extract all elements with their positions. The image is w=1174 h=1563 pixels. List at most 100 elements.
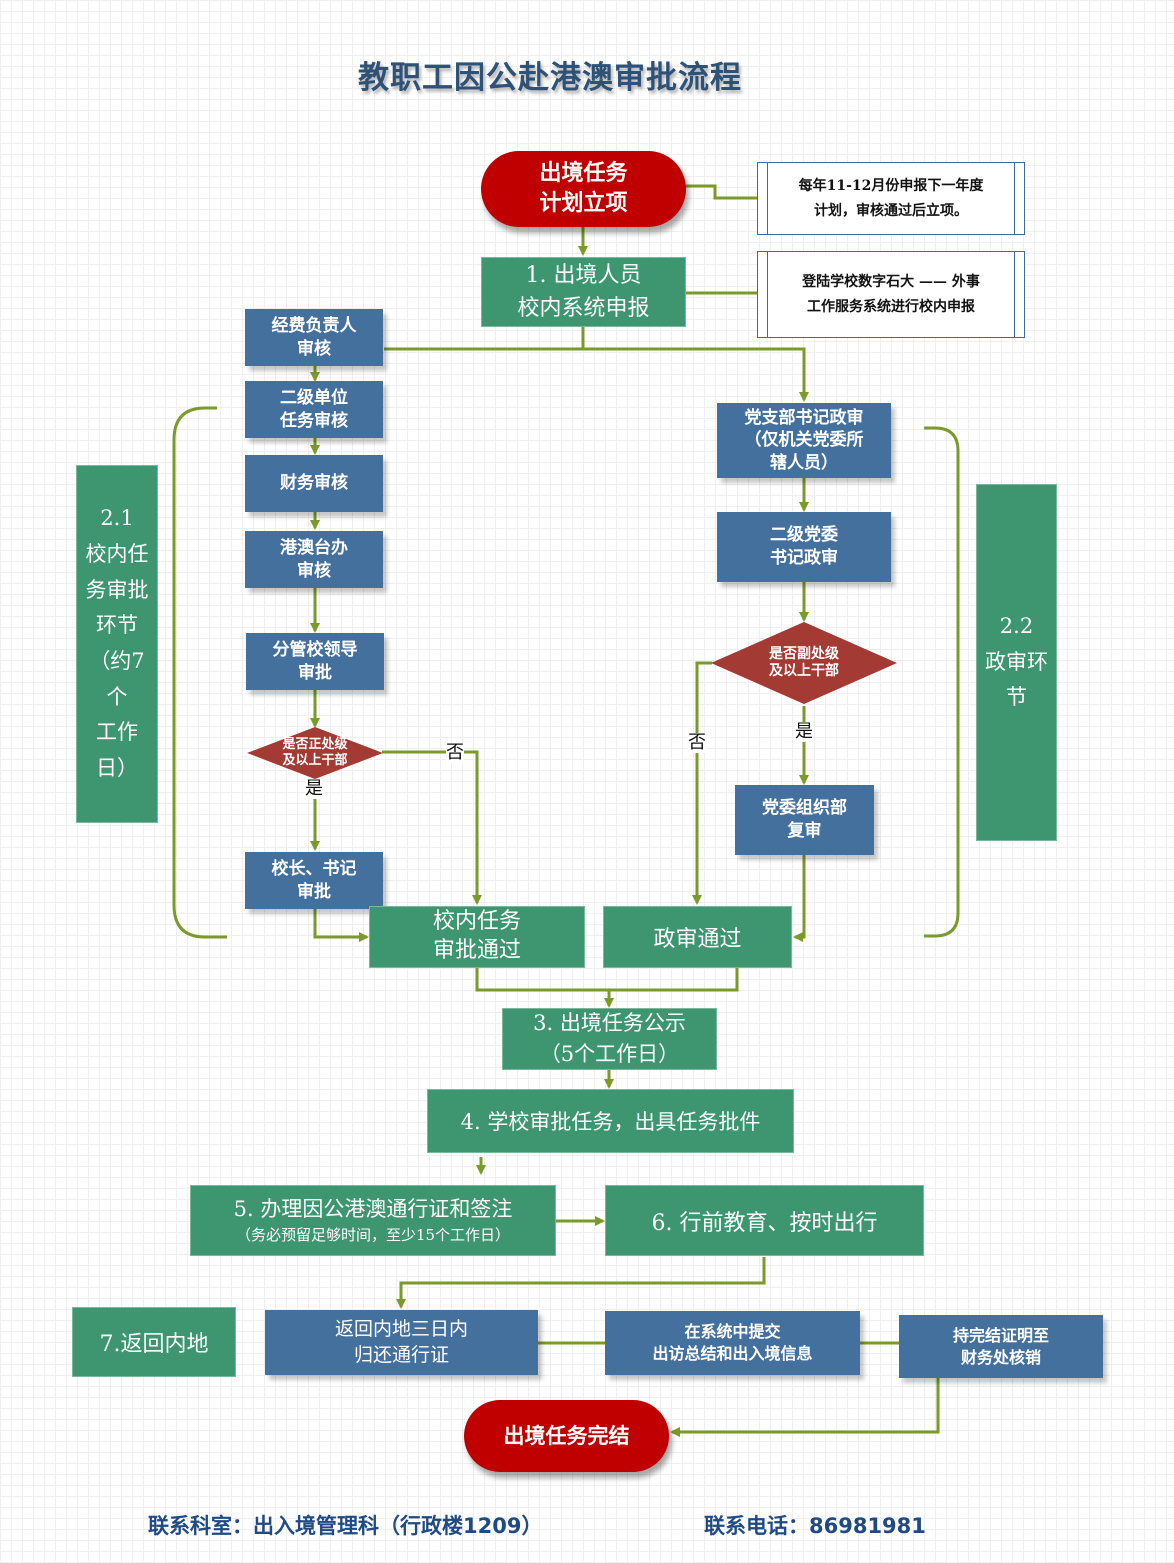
box-line: 审批 [298, 662, 332, 683]
yes-label-political: 是 [795, 721, 813, 742]
box-line: 归还通行证 [353, 1343, 449, 1366]
note-system: 登陆学校数字石大 —— 外事 工作服务系统进行校内申报 [757, 251, 1025, 338]
connector-7c-end [670, 1378, 940, 1437]
box-finance-reimbursement: 持完结证明至 财务处核销 [899, 1315, 1103, 1378]
box-line: 党支部书记政审 [744, 408, 864, 429]
box-hkmt-office-review: 港澳台办 审核 [245, 531, 383, 588]
section-school-text: 环节 [96, 613, 138, 638]
start-line1: 出境任务 [539, 161, 628, 187]
box-funding-review: 经费负责人 审核 [245, 309, 383, 366]
connector-r-final [793, 855, 806, 942]
start-line2: 计划立项 [539, 191, 628, 216]
connector-start-to-note [686, 184, 757, 200]
section-school-approval: 2.1 校内任 务审批 环节 （约7个 工作 日） [76, 465, 158, 823]
decision-line: 是否正处级 [282, 736, 348, 752]
footer-contact-office: 联系科室：出入境管理科（行政楼1209） [148, 1514, 543, 1538]
box-line: 审核 [297, 560, 331, 581]
connector-split-to-political [583, 347, 809, 402]
box-return-permit: 返回内地三日内 归还通行证 [265, 1310, 538, 1375]
section-school-text: 校内任 [85, 541, 149, 566]
box-president-approval: 校长、书记 审批 [245, 852, 383, 909]
bracket-school-track [172, 406, 227, 939]
step5-line2: （务必预留足够时间，至少15个工作日） [235, 1225, 511, 1244]
section-school-text: 日） [96, 756, 138, 781]
note-plan-line1: 每年11-12月份申报下一年度 [798, 178, 984, 194]
box-finance-review: 财务审核 [245, 455, 383, 512]
step4-line1: 4. 学校审批任务，出具任务批件 [460, 1110, 761, 1134]
step1-line2: 校内系统申报 [517, 296, 650, 321]
box-line: 二级单位 [280, 387, 348, 408]
box-line: 出访总结和出入境信息 [652, 1344, 813, 1363]
step6-box: 6. 行前教育、按时出行 [605, 1185, 924, 1256]
end-terminal: 出境任务完结 [464, 1400, 669, 1472]
box-line: 审批 [297, 881, 331, 902]
step3-box: 3. 出境任务公示 （5个工作日） [502, 1008, 717, 1070]
note-system-line2: 工作服务系统进行校内申报 [807, 298, 975, 315]
decision-political-text: 是否副处级 及以上干部 [711, 622, 897, 704]
box-line: 财务处核销 [960, 1347, 1041, 1367]
start-terminal: 出境任务 计划立项 [481, 151, 686, 227]
section-political-text: 节 [1006, 685, 1027, 710]
section-political-text: 政审环 [985, 649, 1048, 674]
end-label: 出境任务完结 [503, 1423, 630, 1448]
note-plan: 每年11-12月份申报下一年度 计划，审核通过后立项。 [757, 162, 1025, 235]
no-label-political: 否 [688, 732, 706, 753]
result-line: 审批通过 [432, 938, 521, 963]
step1-box: 1. 出境人员 校内系统申报 [481, 257, 686, 327]
box-line: 书记政审 [770, 548, 838, 568]
connector-6-7 [396, 1257, 766, 1309]
box-line: 辖人员） [770, 452, 838, 473]
connector-merge [475, 968, 739, 992]
step1-line1: 1. 出境人员 [525, 263, 642, 288]
bracket-political-track [924, 426, 960, 938]
connector-l-no [382, 750, 482, 905]
box-line: 返回内地三日内 [334, 1317, 468, 1340]
connector-l-final [313, 908, 369, 942]
section-political-number: 2.2 [999, 613, 1034, 638]
decision-line: 及以上干部 [769, 663, 839, 679]
section-school-text: （约7个 [89, 649, 145, 709]
result-line: 校内任务 [432, 909, 521, 935]
box-party-committee-review: 二级党委 书记政审 [717, 512, 891, 582]
box-line: 分管校领导 [272, 639, 358, 660]
box-line: 财务审核 [280, 473, 348, 494]
box-line: （仅机关党委所 [744, 430, 864, 451]
box-line: 持完结证明至 [952, 1325, 1049, 1345]
box-line: 经费负责人 [271, 315, 357, 336]
yes-label-school: 是 [305, 778, 323, 799]
box-party-branch-review: 党支部书记政审 （仅机关党委所 辖人员） [717, 403, 891, 478]
step3-line1: 3. 出境任务公示 [533, 1010, 686, 1035]
box-line: 审核 [297, 338, 331, 359]
box-line: 校长、书记 [271, 858, 357, 879]
box-unit-review: 二级单位 任务审核 [245, 381, 383, 438]
note-plan-line2: 计划，审核通过后立项。 [814, 202, 968, 219]
step6-line1: 6. 行前教育、按时出行 [651, 1210, 878, 1236]
result-school-approved: 校内任务 审批通过 [369, 906, 585, 968]
step7-label-box: 7.返回内地 [72, 1307, 236, 1377]
box-line: 在系统中提交 [684, 1322, 781, 1342]
decision-line: 是否副处级 [769, 645, 839, 662]
decision-school-text: 是否正处级 及以上干部 [247, 727, 383, 779]
step4-box: 4. 学校审批任务，出具任务批件 [427, 1089, 794, 1153]
section-school-text: 工作 [96, 720, 138, 745]
section-political-review: 2.2 政审环 节 [976, 484, 1057, 841]
box-vice-president-approval: 分管校领导 审批 [246, 633, 384, 690]
section-school-text: 务审批 [85, 577, 149, 602]
no-label-school: 否 [446, 742, 464, 763]
footer-contact-phone: 联系电话：86981981 [704, 1514, 926, 1538]
step7-label: 7.返回内地 [99, 1332, 209, 1357]
step3-line2: （5个工作日） [539, 1042, 680, 1066]
box-line: 二级党委 [770, 525, 838, 546]
result-line: 政审通过 [653, 927, 742, 952]
box-line: 党委组织部 [762, 798, 847, 819]
connector-r-no [692, 661, 712, 905]
box-line: 复审 [787, 821, 822, 841]
decision-diamond-school [247, 727, 383, 779]
result-political-approved: 政审通过 [603, 906, 792, 968]
decision-diamond-political [711, 622, 897, 704]
step5-box: 5. 办理因公港澳通行证和签注 （务必预留足够时间，至少15个工作日） [190, 1185, 556, 1256]
box-submit-summary: 在系统中提交 出访总结和出入境信息 [605, 1311, 860, 1375]
decision-line: 及以上干部 [282, 753, 348, 768]
note-system-line1: 登陆学校数字石大 —— 外事 [802, 274, 980, 290]
